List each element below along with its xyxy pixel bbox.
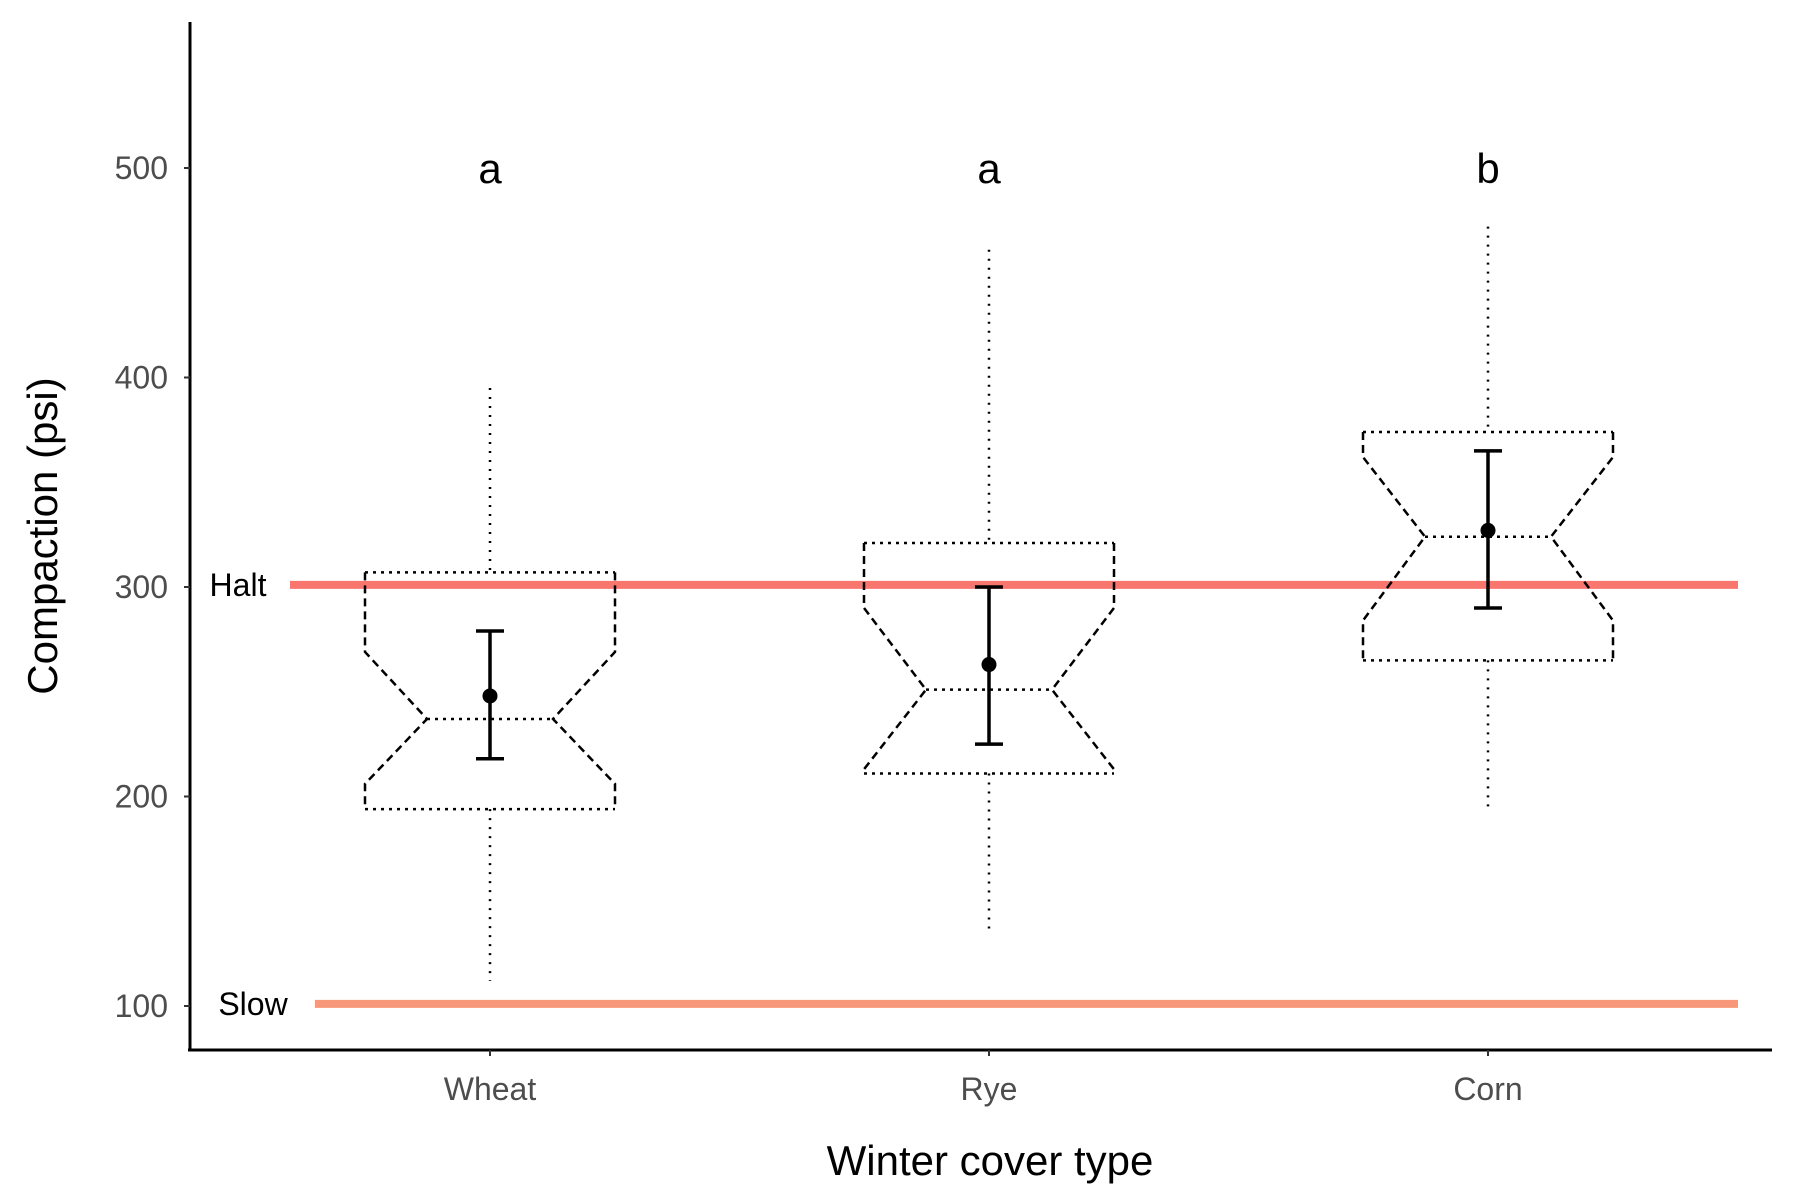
mean-point — [981, 657, 997, 673]
y-tick-label: 100 — [115, 988, 168, 1024]
mean-point — [482, 688, 498, 704]
box-wheat: a — [363, 145, 617, 981]
y-tick-label: 500 — [115, 150, 168, 186]
reference-label-halt: Halt — [210, 567, 267, 603]
significance-letter: b — [1476, 145, 1499, 192]
box-notch-right — [1549, 431, 1615, 661]
box-notch-right — [1050, 543, 1116, 774]
x-axis-title: Winter cover type — [827, 1137, 1154, 1184]
x-tick-label: Corn — [1453, 1071, 1522, 1107]
y-tick-label: 400 — [115, 360, 168, 396]
box-notch-left — [862, 543, 928, 774]
axes — [188, 22, 1772, 1052]
y-axis-title: Compaction (psi) — [19, 377, 66, 694]
box-corn: b — [1361, 145, 1615, 807]
box-notch-right — [551, 572, 617, 810]
box-notch-left — [1361, 431, 1427, 661]
mean-point — [1480, 522, 1496, 538]
ticks: Wheat Rye Corn 100 200 300 400 500 — [115, 150, 1523, 1107]
box-notch-left — [363, 572, 429, 810]
significance-letter: a — [478, 145, 502, 192]
x-tick-label: Rye — [961, 1071, 1018, 1107]
y-tick-label: 200 — [115, 779, 168, 815]
x-tick-label: Wheat — [444, 1071, 537, 1107]
y-tick-label: 300 — [115, 569, 168, 605]
box-rye: a — [862, 145, 1116, 935]
significance-letter: a — [977, 145, 1001, 192]
reference-label-slow: Slow — [218, 986, 288, 1022]
